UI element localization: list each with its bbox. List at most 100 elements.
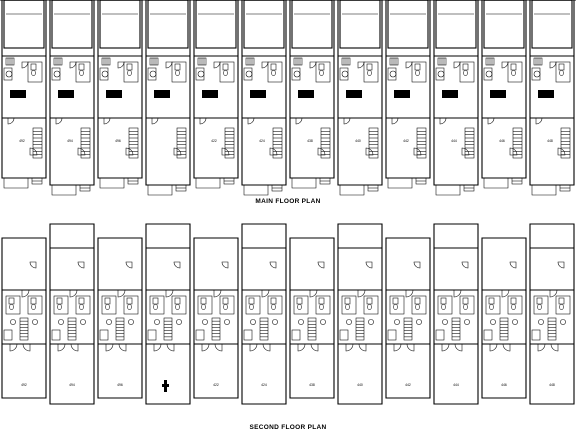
toilet-bowl xyxy=(57,304,62,310)
door-swing xyxy=(7,117,15,125)
toilet-bowl xyxy=(463,304,468,310)
toilet-bowl xyxy=(559,304,564,310)
door-swing xyxy=(297,343,306,352)
toilet-tank xyxy=(30,297,37,305)
toilet-bowl xyxy=(393,304,398,310)
unit-number: 424 xyxy=(259,139,265,143)
porch xyxy=(531,185,557,196)
toilet-tank xyxy=(126,63,133,71)
unit-number: 496 xyxy=(117,383,123,387)
closet xyxy=(243,67,253,81)
door-swing xyxy=(69,61,77,69)
sink-b xyxy=(80,319,86,325)
second-unit: 444 xyxy=(433,223,479,405)
door-swing xyxy=(9,343,18,352)
stair xyxy=(437,57,447,66)
sink-b xyxy=(464,319,470,325)
unit-number: 492 xyxy=(21,383,27,387)
stair xyxy=(547,317,557,341)
second-unit: 442 xyxy=(385,237,431,399)
toilet-tank xyxy=(296,297,303,305)
sink xyxy=(341,70,349,78)
stair-outline xyxy=(128,127,139,159)
door-swing xyxy=(357,289,366,298)
stair xyxy=(32,127,43,159)
toilet-bowl xyxy=(559,70,564,76)
door-swing xyxy=(343,117,351,125)
toilet-tank xyxy=(152,297,159,305)
kitchen-counter xyxy=(394,90,410,98)
stair-outline xyxy=(224,127,235,159)
unit-number: 422 xyxy=(211,139,217,143)
closet xyxy=(147,329,157,341)
door-swing xyxy=(69,289,78,298)
door-swing xyxy=(77,261,85,269)
sink-a xyxy=(346,319,352,325)
closet xyxy=(339,67,349,81)
unit-number: 444 xyxy=(451,139,457,143)
main-floor-caption: MAIN FLOOR PLAN xyxy=(255,198,320,205)
unit-number: 448 xyxy=(547,139,553,143)
door-swing xyxy=(405,61,413,69)
toilet-bowl xyxy=(319,304,324,310)
unit-shell xyxy=(193,237,239,399)
kitchen-counter xyxy=(250,90,266,98)
door-swing xyxy=(439,117,447,125)
door-swing xyxy=(125,261,133,269)
toilet-tank xyxy=(30,63,37,71)
party-walls xyxy=(385,0,431,179)
door-swing xyxy=(249,343,258,352)
stair-outline xyxy=(163,317,173,341)
toilet-tank xyxy=(558,297,565,305)
toilet-bowl xyxy=(201,304,206,310)
second-unit: 492 xyxy=(1,237,47,399)
stair xyxy=(533,57,543,66)
toilet-bowl xyxy=(223,70,228,76)
powder-room xyxy=(219,61,235,83)
stair xyxy=(245,57,255,66)
stair xyxy=(67,317,77,341)
main-unit: 492 xyxy=(1,0,47,189)
stair-outline xyxy=(512,127,523,159)
door-swing xyxy=(501,289,510,298)
closet xyxy=(51,67,61,81)
sink xyxy=(437,70,445,78)
stair-outline xyxy=(451,317,461,341)
party-walls xyxy=(433,0,479,186)
sink-a xyxy=(394,319,400,325)
toilet-bowl xyxy=(127,304,132,310)
party-walls xyxy=(193,0,239,179)
sink xyxy=(149,70,157,78)
door-swing xyxy=(406,343,415,352)
toilet-tank xyxy=(200,297,207,305)
closet xyxy=(3,329,13,341)
stair xyxy=(128,127,139,159)
sink xyxy=(485,70,493,78)
unit-shell xyxy=(1,237,47,399)
door-swing xyxy=(269,147,278,156)
door-swing xyxy=(153,343,162,352)
stair xyxy=(464,127,475,159)
unit-number: 446 xyxy=(499,139,505,143)
door-swing xyxy=(29,261,37,269)
toilet-bowl xyxy=(489,304,494,310)
bath-a xyxy=(437,295,453,315)
door-swing xyxy=(213,289,222,298)
door-swing xyxy=(391,117,399,125)
closet xyxy=(483,67,493,81)
toilet-bowl xyxy=(9,304,14,310)
rear-room xyxy=(387,0,429,49)
toilet-bowl xyxy=(175,304,180,310)
door-swing xyxy=(125,147,134,156)
door-swing xyxy=(21,289,30,298)
kitchen-counter xyxy=(298,90,314,98)
rear-room xyxy=(3,0,45,49)
bath-b xyxy=(507,295,523,315)
closet xyxy=(387,329,397,341)
sink xyxy=(245,70,253,78)
rear-room xyxy=(243,0,285,49)
closet xyxy=(195,329,205,341)
powder-room xyxy=(315,61,331,83)
toilet-bowl xyxy=(153,304,158,310)
